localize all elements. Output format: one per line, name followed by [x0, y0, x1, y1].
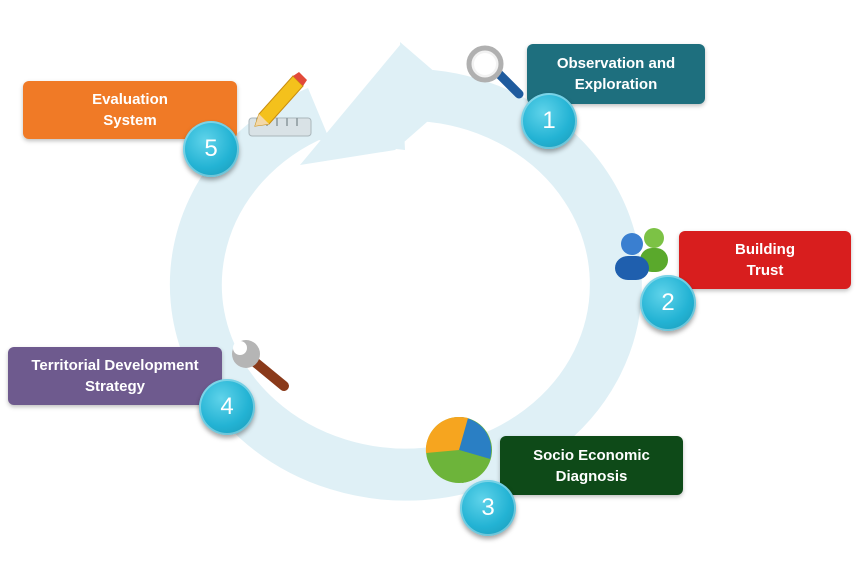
stage-4-label: Territorial Development Strategy [31, 357, 199, 395]
stage-5-label: Evaluation System [92, 91, 168, 129]
wrench-icon [228, 336, 294, 401]
stage-3-label: Socio Economic Diagnosis [533, 446, 650, 485]
pencil-ruler-icon [245, 70, 315, 147]
stage-2-label: Building Trust [735, 241, 795, 279]
stage-3-box: Socio Economic Diagnosis [500, 436, 683, 495]
magnifier-icon [463, 44, 527, 105]
people-icon [610, 224, 672, 287]
stage-1-label: Observation and Exploration [556, 55, 676, 93]
stage-3-number: 3 [460, 480, 516, 536]
stage-5-number: 5 [183, 121, 239, 177]
stage-4-number: 4 [199, 379, 255, 435]
stage-2-number: 2 [640, 275, 696, 331]
stage-4-box: Territorial Development Strategy [8, 347, 222, 405]
stage-1-number: 1 [521, 93, 577, 149]
pie-chart-icon [424, 415, 494, 490]
stage-2-box: Building Trust [679, 231, 851, 289]
